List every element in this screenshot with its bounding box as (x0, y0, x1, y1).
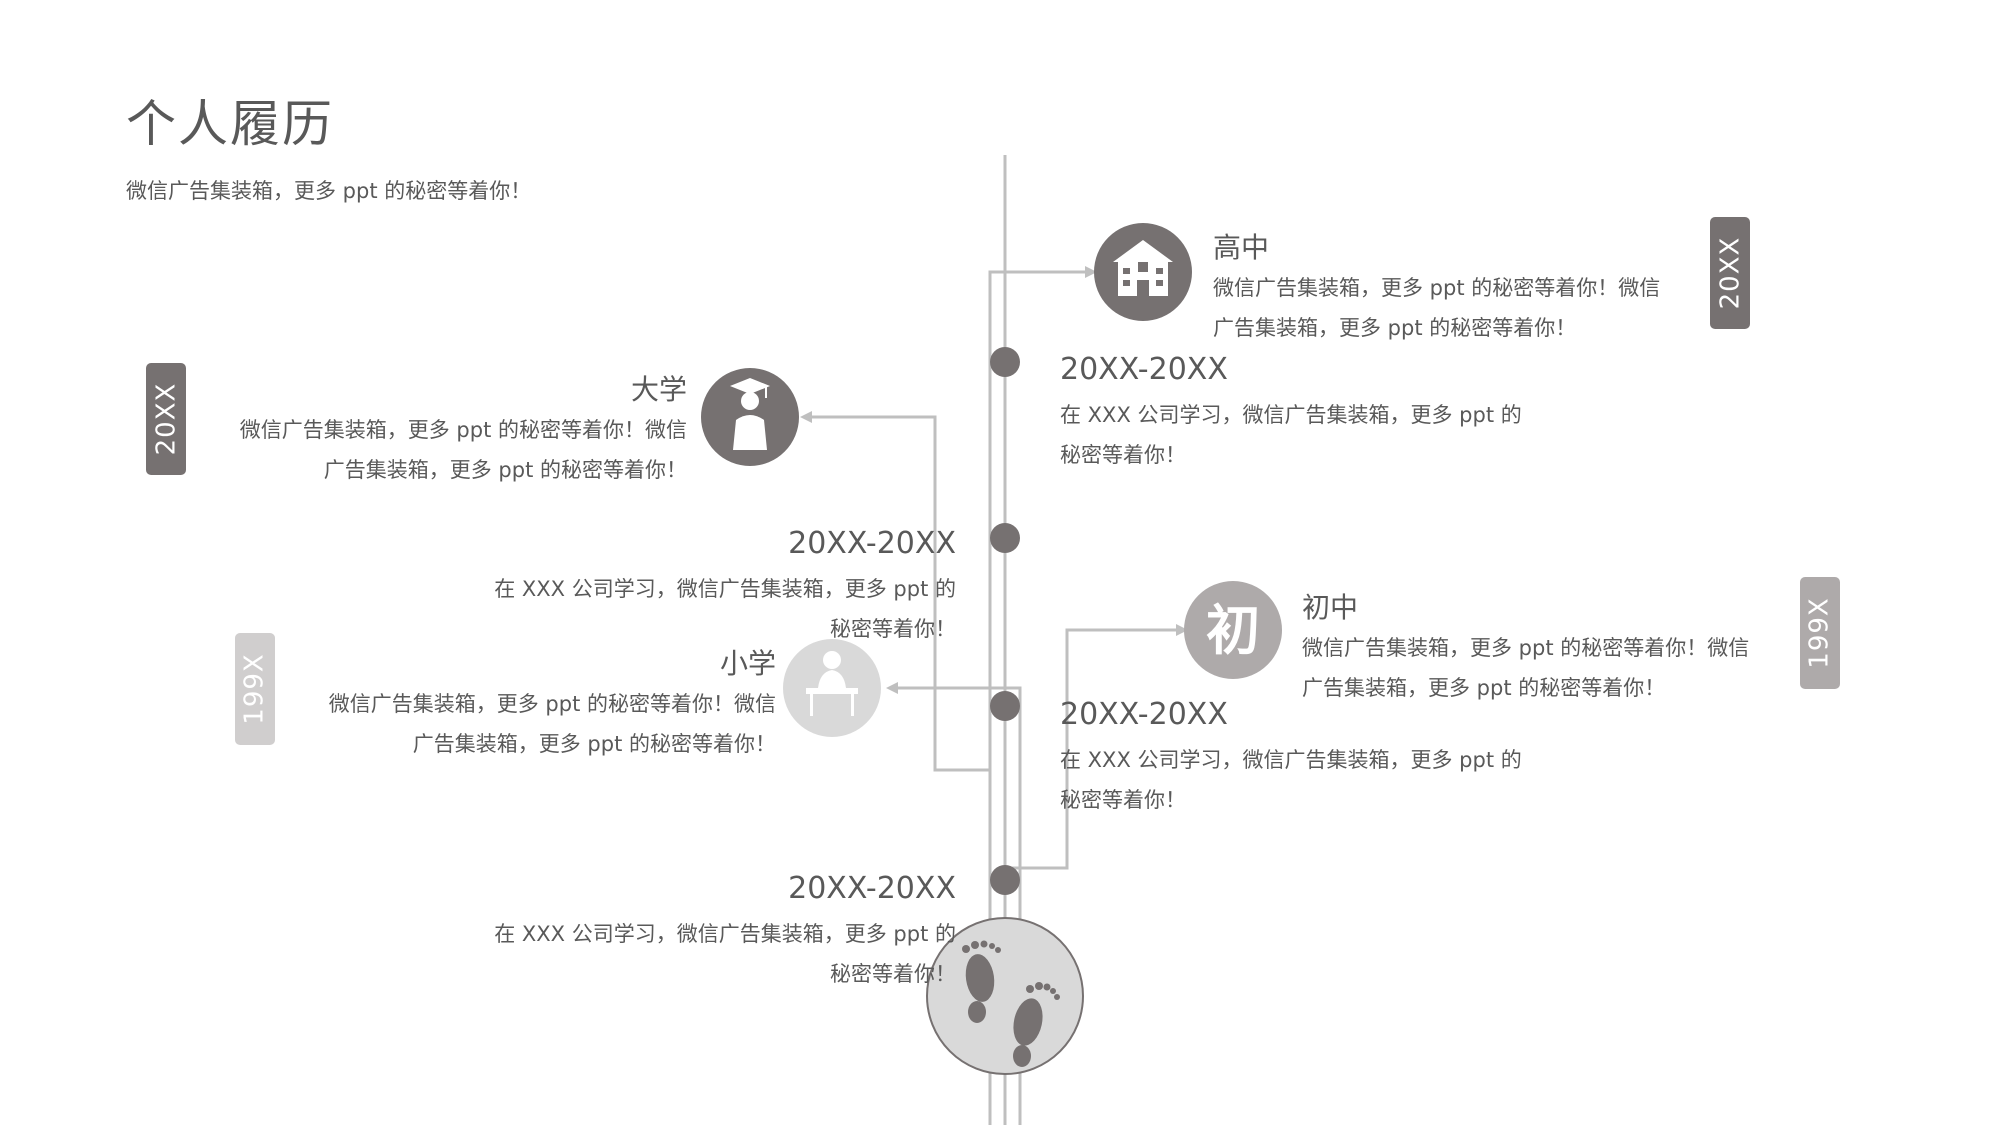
year-tag-university: 20XX (146, 363, 186, 475)
year-tag-label: 20XX (1715, 236, 1745, 310)
stage-description-middle-school: 微信广告集装箱，更多 ppt 的秘密等着你！微信 广告集装箱，更多 ppt 的秘… (1302, 628, 1749, 708)
stage-description-line: 广告集装箱，更多 ppt 的秘密等着你！ (323, 458, 687, 482)
arrow-university (800, 411, 812, 423)
stage-description-primary-school: 微信广告集装箱，更多 ppt 的秘密等着你！微信 广告集装箱，更多 ppt 的秘… (329, 684, 776, 764)
year-tag-label: 199X (1805, 597, 1835, 669)
arrow-middle-school (1176, 624, 1188, 636)
period-description-line: 在 XXX 公司学习，微信广告集装箱，更多 ppt 的 (494, 577, 956, 601)
period-description-line: 在 XXX 公司学习，微信广告集装箱，更多 ppt 的 (494, 922, 956, 946)
stage-description-line: 微信广告集装箱，更多 ppt 的秘密等着你！微信 (1213, 276, 1661, 300)
stage-description-line: 微信广告集装箱，更多 ppt 的秘密等着你！微信 (328, 692, 776, 716)
chu-character-glyph: 初 (1206, 599, 1260, 662)
stage-description-line: 广告集装箱，更多 ppt 的秘密等着你！ (412, 732, 776, 756)
period-description: 在 XXX 公司学习，微信广告集装箱，更多 ppt 的 秘密等着你！ (494, 914, 956, 994)
connector-university (810, 415, 990, 772)
timeline-node (990, 865, 1020, 895)
student-at-desk-icon (783, 639, 881, 737)
timeline-node (990, 347, 1020, 377)
year-tag-label: 199X (240, 653, 270, 725)
period-label: 20XX-20XX (1060, 352, 1228, 387)
period-description: 在 XXX 公司学习，微信广告集装箱，更多 ppt 的 秘密等着你！ (494, 569, 956, 649)
stage-title-university: 大学 (630, 373, 687, 406)
stage-title-middle-school: 初中 (1302, 591, 1359, 624)
year-tag-middle-school: 199X (1800, 577, 1840, 689)
timeline-node (990, 691, 1020, 721)
school-building-icon (1094, 223, 1192, 321)
year-tag-label: 20XX (151, 382, 181, 456)
graduate-icon (701, 368, 799, 466)
period-label: 20XX-20XX (788, 871, 956, 906)
stage-title-high-school: 高中 (1213, 231, 1270, 264)
year-tag-high-school: 20XX (1710, 217, 1750, 329)
period-label: 20XX-20XX (1060, 697, 1228, 732)
arrow-high-school (1085, 266, 1097, 278)
period-description-line: 在 XXX 公司学习，微信广告集装箱，更多 ppt 的 (1060, 748, 1522, 772)
page-subtitle: 微信广告集装箱，更多 ppt 的秘密等着你！ (126, 179, 532, 203)
year-tag-primary-school: 199X (235, 633, 275, 745)
stage-description-line: 广告集装箱，更多 ppt 的秘密等着你！ (1302, 676, 1666, 700)
timeline-node (990, 523, 1020, 553)
stage-description-line: 微信广告集装箱，更多 ppt 的秘密等着你！微信 (1302, 636, 1750, 660)
connector-high-school (988, 270, 1088, 1125)
page-title: 个人履历 (126, 95, 334, 153)
period-description-line: 秘密等着你！ (1060, 443, 1186, 467)
period-description-line: 秘密等着你！ (830, 617, 956, 641)
period-description-line: 秘密等着你！ (1060, 788, 1186, 812)
arrow-primary-school (886, 682, 898, 694)
stage-title-primary-school: 小学 (719, 647, 776, 680)
period-description-line: 秘密等着你！ (830, 962, 956, 986)
stage-description-line: 广告集装箱，更多 ppt 的秘密等着你！ (1213, 316, 1577, 340)
stage-description-line: 微信广告集装箱，更多 ppt 的秘密等着你！微信 (239, 418, 687, 442)
period-description: 在 XXX 公司学习，微信广告集装箱，更多 ppt 的 秘密等着你！ (1060, 395, 1522, 475)
period-label: 20XX-20XX (788, 526, 956, 561)
footprints-icon (926, 917, 1084, 1075)
stage-description-university: 微信广告集装箱，更多 ppt 的秘密等着你！微信 广告集装箱，更多 ppt 的秘… (240, 410, 687, 490)
chu-character-icon: 初 (1184, 581, 1282, 679)
period-description: 在 XXX 公司学习，微信广告集装箱，更多 ppt 的 秘密等着你！ (1060, 740, 1522, 820)
connector-middle-school (1005, 628, 1178, 870)
period-description-line: 在 XXX 公司学习，微信广告集装箱，更多 ppt 的 (1060, 403, 1522, 427)
stage-description-high-school: 微信广告集装箱，更多 ppt 的秘密等着你！微信 广告集装箱，更多 ppt 的秘… (1213, 268, 1660, 348)
